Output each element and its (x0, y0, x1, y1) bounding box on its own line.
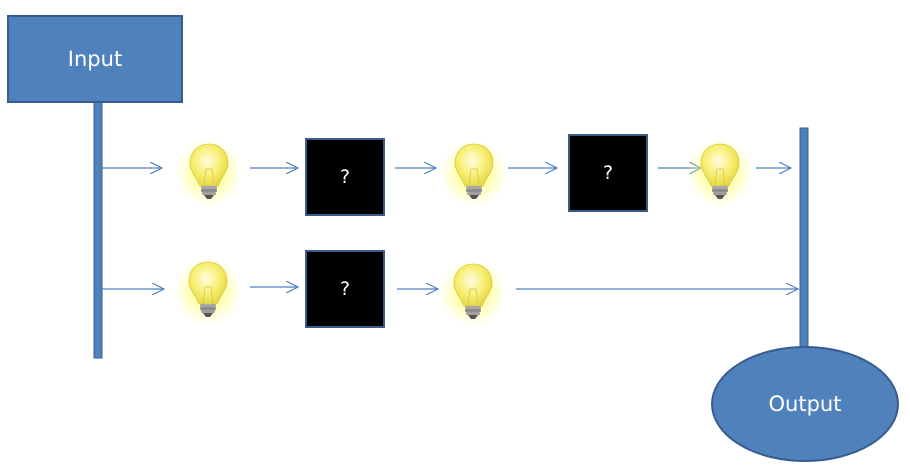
black-box-process: ? (568, 134, 648, 212)
input-label: Input (67, 47, 123, 71)
light-bulb-icon (173, 256, 243, 326)
output-label: Output (768, 392, 842, 416)
light-bulb-icon (439, 138, 509, 208)
black-box-process: ? (305, 250, 385, 328)
black-box-label: ? (339, 278, 351, 300)
output-node (711, 346, 899, 462)
light-bulb-icon (685, 138, 755, 208)
light-bulb-icon (174, 138, 244, 208)
black-box-label: ? (602, 162, 614, 184)
black-box-label: ? (339, 166, 351, 188)
output-bus-bar (799, 127, 809, 349)
light-bulb-icon (438, 258, 508, 328)
input-bus-bar (93, 99, 103, 359)
black-box-process: ? (305, 138, 385, 216)
input-node: Input (7, 15, 183, 103)
